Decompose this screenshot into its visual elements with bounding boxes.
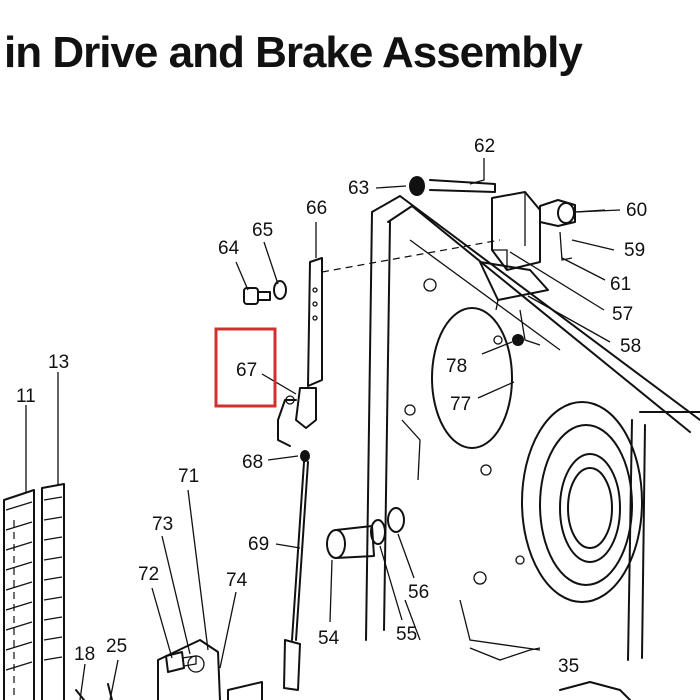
label-73: 73	[152, 514, 173, 535]
washer-55	[370, 519, 386, 545]
label-57: 57	[612, 304, 633, 325]
washer-65	[273, 280, 287, 300]
label-55: 55	[396, 624, 417, 645]
pin-62	[429, 179, 496, 193]
rod-end	[283, 639, 301, 691]
part-labels: 11 13 18 25 35 54 55 56 57 58 59 60 61 6…	[16, 136, 647, 677]
bracket-74	[227, 681, 263, 700]
label-58: 58	[620, 336, 641, 357]
leader-lines	[25, 158, 621, 700]
label-11: 11	[16, 386, 36, 407]
label-64: 64	[218, 238, 240, 259]
label-69: 69	[248, 534, 269, 555]
brake-housing	[365, 195, 700, 661]
washer-56	[387, 507, 405, 533]
highlight-box-67	[214, 327, 277, 408]
label-60: 60	[626, 200, 647, 221]
label-74: 74	[226, 570, 248, 591]
label-54: 54	[318, 628, 340, 649]
label-61: 61	[610, 274, 631, 295]
label-77: 77	[450, 394, 471, 415]
label-66: 66	[306, 198, 327, 219]
label-56: 56	[408, 582, 429, 603]
bolt-72	[165, 651, 197, 673]
bracket-66	[307, 257, 323, 387]
bracket-71	[157, 639, 221, 700]
label-71: 71	[178, 466, 199, 487]
label-78: 78	[446, 356, 467, 377]
chain-11	[3, 489, 35, 700]
label-63: 63	[348, 178, 369, 199]
label-59: 59	[624, 240, 645, 261]
label-67: 67	[236, 360, 257, 381]
rod-69	[291, 461, 309, 641]
ball-78	[512, 334, 524, 346]
label-13: 13	[48, 352, 69, 373]
adjuster-screw	[539, 199, 606, 261]
link-67	[277, 387, 317, 447]
alignment-line	[321, 239, 501, 273]
label-18: 18	[74, 644, 95, 665]
label-72: 72	[138, 564, 159, 585]
label-65: 65	[252, 220, 273, 241]
ball-68	[300, 450, 310, 462]
ball-63	[409, 176, 425, 196]
screw-64	[243, 287, 271, 305]
brake-caliper	[479, 191, 549, 311]
gear-35	[559, 681, 631, 700]
diagram-title: in Drive and Brake Assembly	[4, 28, 583, 77]
label-62: 62	[474, 136, 495, 157]
label-35: 35	[558, 656, 579, 677]
label-25: 25	[106, 636, 127, 657]
bottom-parts	[75, 683, 113, 700]
label-68: 68	[242, 452, 263, 473]
chain-13	[41, 483, 65, 700]
